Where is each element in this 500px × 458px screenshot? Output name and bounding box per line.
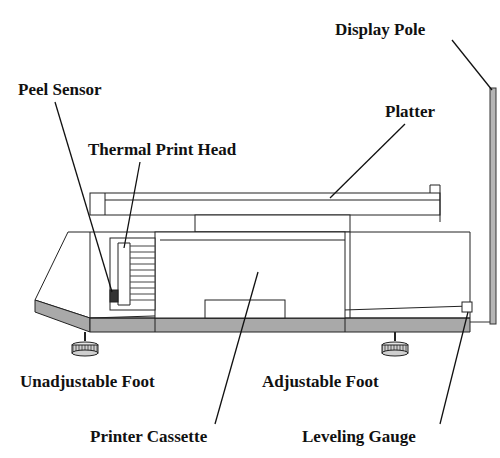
peel-sensor: [110, 290, 118, 302]
hatch-stroke: [130, 288, 155, 289]
part-label: Leveling Gauge: [300, 427, 418, 447]
part-label: Platter: [383, 102, 437, 122]
hatch-stroke: [130, 270, 155, 271]
hatch-stroke: [130, 264, 155, 265]
part-label: Printer Cassette: [88, 427, 209, 447]
platter: [90, 193, 440, 215]
leveling-gauge: [462, 302, 472, 312]
base-housing: [35, 232, 470, 318]
hatch-stroke: [130, 246, 155, 247]
print-head-bay: [110, 238, 155, 310]
hatch-stroke: [130, 300, 155, 301]
part-label: Peel Sensor: [16, 80, 104, 100]
part-label: Thermal Print Head: [86, 140, 238, 160]
leader-lines: [55, 40, 492, 424]
display-pole: [490, 88, 496, 324]
hatch-stroke: [130, 282, 155, 283]
part-label: Display Pole: [333, 20, 427, 40]
thermal-print-head: [118, 243, 130, 305]
scale-body: [35, 88, 496, 356]
printer-cassette: [155, 232, 345, 318]
hatch-stroke: [130, 276, 155, 277]
part-label: Unadjustable Foot: [18, 372, 157, 392]
part-label: Adjustable Foot: [260, 372, 381, 392]
hatch-stroke: [130, 252, 155, 253]
hatch-stroke: [130, 258, 155, 259]
hatch-stroke: [130, 294, 155, 295]
